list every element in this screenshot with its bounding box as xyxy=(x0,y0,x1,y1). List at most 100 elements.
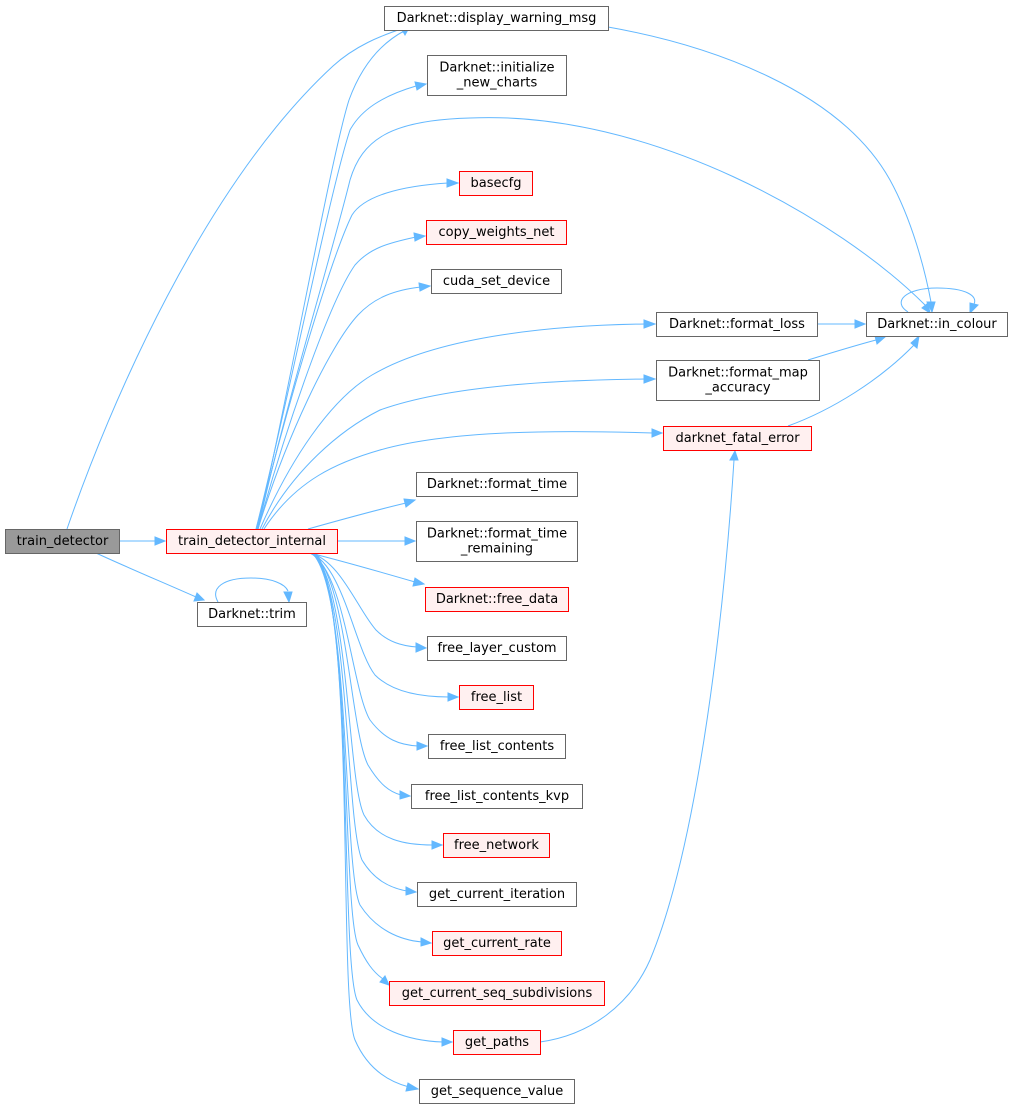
edge-line xyxy=(261,378,646,530)
edge-line xyxy=(311,552,434,846)
node-basecfg[interactable]: basecfg xyxy=(459,171,533,196)
edge-line xyxy=(309,552,418,648)
node-free_layer_custom[interactable]: free_layer_custom xyxy=(427,636,567,661)
edge-line xyxy=(900,287,976,313)
node-get_current_rate[interactable]: get_current_rate xyxy=(432,931,562,956)
node-label: train_detector_internal xyxy=(178,534,326,549)
node-box xyxy=(656,360,820,401)
node-darknet_fatal_error[interactable]: darknet_fatal_error xyxy=(663,426,812,451)
edge-arrowhead xyxy=(154,536,167,546)
node-format_loss[interactable]: Darknet::format_loss xyxy=(656,312,818,337)
edge-train_detector-to-display_warning_msg xyxy=(66,23,412,530)
node-label: Darknet::format_loss xyxy=(669,317,805,332)
node-label: basecfg xyxy=(471,176,522,191)
edge-line xyxy=(309,552,416,583)
node-label: free_network xyxy=(454,838,539,853)
node-free_list_contents[interactable]: free_list_contents xyxy=(428,734,566,759)
edge-line xyxy=(256,182,449,530)
node-free_list[interactable]: free_list xyxy=(459,685,534,710)
edge-line xyxy=(311,552,423,943)
edge-train_detector_internal-to-darknet_fatal_error xyxy=(263,428,664,530)
edge-arrowhead xyxy=(404,536,417,546)
node-in_colour[interactable]: Darknet::in_colour xyxy=(866,312,1008,337)
node-label: darknet_fatal_error xyxy=(675,431,800,446)
node-format_time_remaining[interactable]: Darknet::format_time_remaining xyxy=(416,521,578,562)
node-label: free_list_contents_kvp xyxy=(425,789,569,804)
node-box xyxy=(459,685,534,710)
edge-arrowhead xyxy=(854,319,867,329)
edge-arrowhead xyxy=(413,232,427,242)
node-get_current_iteration[interactable]: get_current_iteration xyxy=(417,882,577,907)
node-label: get_current_rate xyxy=(443,936,551,951)
node-box xyxy=(427,636,567,661)
node-trim[interactable]: Darknet::trim xyxy=(197,602,307,627)
node-box xyxy=(427,55,567,96)
node-cuda_set_device[interactable]: cuda_set_device xyxy=(431,269,562,294)
node-box xyxy=(417,882,577,907)
edge-arrowhead xyxy=(415,642,428,653)
edges-layer xyxy=(66,23,979,1092)
node-label: Darknet::format_time xyxy=(427,477,567,492)
node-box xyxy=(419,1079,575,1104)
node-copy_weights_net[interactable]: copy_weights_net xyxy=(426,220,567,245)
edge-arrowhead xyxy=(405,1082,420,1092)
node-box xyxy=(428,734,566,759)
node-box xyxy=(166,529,338,554)
edge-arrowhead xyxy=(447,692,460,702)
node-label: Darknet::initialize xyxy=(439,61,554,76)
edge-line xyxy=(215,577,289,603)
edge-train_detector_internal-to-copy_weights_net xyxy=(257,232,427,530)
node-box xyxy=(443,833,550,858)
node-format_time[interactable]: Darknet::format_time xyxy=(416,472,578,497)
node-free_data[interactable]: Darknet::free_data xyxy=(425,587,569,612)
node-train_detector_internal[interactable]: train_detector_internal xyxy=(166,529,338,554)
edge-arrowhead xyxy=(441,1037,454,1047)
edge-line xyxy=(257,236,417,530)
node-format_map_accuracy[interactable]: Darknet::format_map_accuracy xyxy=(656,360,820,401)
node-label: copy_weights_net xyxy=(439,225,555,240)
edge-line xyxy=(66,27,405,530)
edge-line xyxy=(309,552,419,747)
node-get_current_seq_subdivisions[interactable]: get_current_seq_subdivisions xyxy=(389,981,605,1006)
edge-arrowhead xyxy=(643,319,657,329)
edge-train_detector_internal-to-free_list_contents xyxy=(309,552,429,751)
edge-line xyxy=(311,552,402,796)
node-get_sequence_value[interactable]: get_sequence_value xyxy=(419,1079,575,1104)
node-label: free_list_contents xyxy=(440,739,554,754)
node-box xyxy=(432,931,562,956)
edge-train_detector_internal-to-get_current_rate xyxy=(311,552,433,947)
node-free_network[interactable]: free_network xyxy=(443,833,550,858)
node-label: Darknet::in_colour xyxy=(877,317,997,332)
edge-arrowhead xyxy=(729,449,739,461)
edge-arrowhead xyxy=(643,374,657,384)
node-display_warning_msg[interactable]: Darknet::display_warning_msg xyxy=(384,6,609,31)
edge-train_detector_internal-to-format_time xyxy=(307,498,417,530)
edge-line xyxy=(311,552,408,892)
edge-arrowhead xyxy=(416,741,429,751)
node-get_paths[interactable]: get_paths xyxy=(453,1030,541,1055)
node-box xyxy=(197,602,307,627)
edge-line xyxy=(309,552,450,698)
node-train_detector[interactable]: train_detector xyxy=(5,529,120,554)
edge-train_detector_internal-to-format_map_accuracy xyxy=(261,374,657,530)
edge-format_loss-to-in_colour xyxy=(817,319,867,329)
edge-train_detector_internal-to-get_current_seq_subdivisions xyxy=(313,552,390,986)
node-box xyxy=(453,1030,541,1055)
edge-train_detector_internal-to-in_colour xyxy=(257,117,931,530)
node-box xyxy=(431,269,562,294)
node-box xyxy=(866,312,1008,337)
edge-trim-to-trim xyxy=(215,577,293,604)
edge-line xyxy=(255,85,417,530)
edge-line xyxy=(263,431,654,530)
edge-arrowhead xyxy=(414,81,428,91)
edge-format_map_accuracy-to-in_colour xyxy=(807,335,887,361)
node-initialize_new_charts[interactable]: Darknet::initialize_new_charts xyxy=(427,55,567,96)
node-label: Darknet::display_warning_msg xyxy=(397,11,597,26)
node-label: Darknet::format_time xyxy=(427,527,567,542)
node-label: get_sequence_value xyxy=(431,1084,564,1099)
node-free_list_contents_kvp[interactable]: free_list_contents_kvp xyxy=(411,784,583,809)
node-box xyxy=(416,472,578,497)
edge-train_detector_internal-to-get_current_iteration xyxy=(311,552,418,896)
